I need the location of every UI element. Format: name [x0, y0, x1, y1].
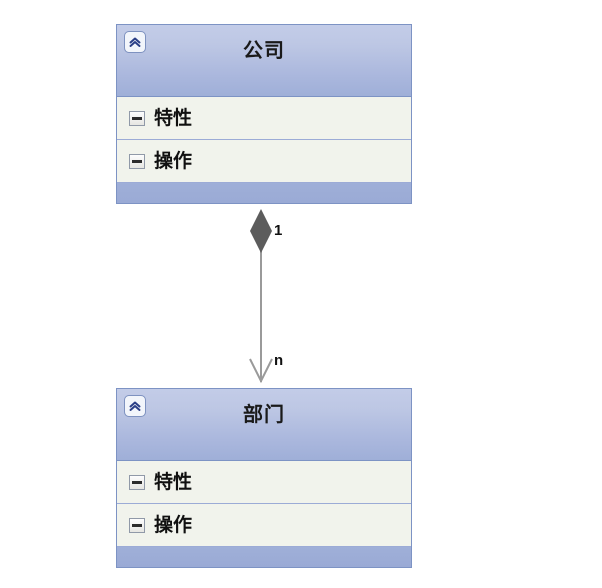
- compartment-label: 特性: [154, 471, 193, 493]
- double-chevron-up-icon[interactable]: [124, 395, 146, 417]
- filled-diamond-icon: [250, 209, 272, 253]
- minus-box-icon[interactable]: [129, 517, 145, 533]
- double-chevron-up-icon[interactable]: [124, 31, 146, 53]
- compartment-operations-department[interactable]: 操作: [117, 504, 411, 547]
- open-arrow-icon: [249, 358, 273, 384]
- class-header-company: 公司: [117, 25, 411, 97]
- compartment-operations-company[interactable]: 操作: [117, 140, 411, 183]
- class-footer-company: [117, 183, 411, 203]
- uml-class-company[interactable]: 公司 特性 操作: [116, 24, 412, 204]
- class-header-department: 部门: [117, 389, 411, 461]
- compartment-attributes-department[interactable]: 特性: [117, 461, 411, 504]
- class-name-department: 部门: [243, 404, 285, 426]
- uml-class-department[interactable]: 部门 特性 操作: [116, 388, 412, 568]
- class-name-company: 公司: [243, 40, 285, 62]
- compartment-label: 操作: [154, 150, 193, 172]
- minus-box-icon[interactable]: [129, 110, 145, 126]
- source-multiplicity-label: 1: [274, 222, 283, 239]
- compartment-attributes-company[interactable]: 特性: [117, 97, 411, 140]
- target-multiplicity-label: n: [274, 352, 284, 369]
- compartment-label: 操作: [154, 514, 193, 536]
- class-footer-department: [117, 547, 411, 567]
- compartment-label: 特性: [154, 107, 193, 129]
- minus-box-icon[interactable]: [129, 474, 145, 490]
- minus-box-icon[interactable]: [129, 153, 145, 169]
